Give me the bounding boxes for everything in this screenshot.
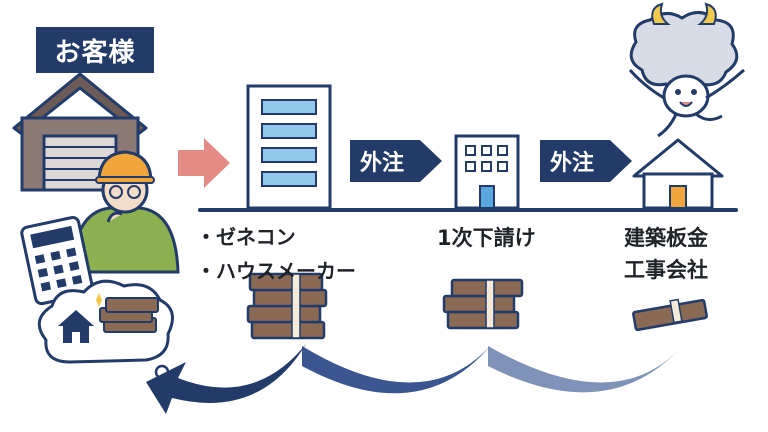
money-stack-medium — [442, 278, 524, 330]
ground-line — [198, 208, 738, 212]
oni-mascot-icon — [628, 2, 745, 138]
money-flow-arrow — [146, 344, 684, 414]
subcontractor-label: 1次下請け — [437, 226, 536, 250]
house-icon — [632, 138, 724, 210]
outsource-arrow-1: 外注 — [350, 140, 442, 182]
money-stack-small — [632, 298, 708, 332]
small-house-icon — [58, 310, 94, 343]
salmon-arrow-icon — [178, 138, 230, 188]
house-maker-line: ・ハウスメーカー — [196, 259, 356, 283]
money-stack-icon — [99, 297, 159, 333]
small-building-icon — [454, 134, 520, 210]
roofing-line-1: 建築板金 — [624, 226, 708, 250]
roofing-line-2: 工事会社 — [624, 258, 708, 282]
money-stack-large — [246, 272, 328, 340]
thought-cloud — [37, 279, 174, 380]
roofing-company-label: 建築板金 工事会社 — [624, 222, 708, 286]
office-building-icon — [246, 84, 332, 210]
general-contractor-label: ・ゼネコン ・ハウスメーカー — [196, 220, 356, 288]
customer-label: お客様 — [36, 27, 154, 73]
general-contractor-line: ・ゼネコン — [196, 225, 296, 249]
outsource-arrow-2: 外注 — [540, 140, 632, 182]
